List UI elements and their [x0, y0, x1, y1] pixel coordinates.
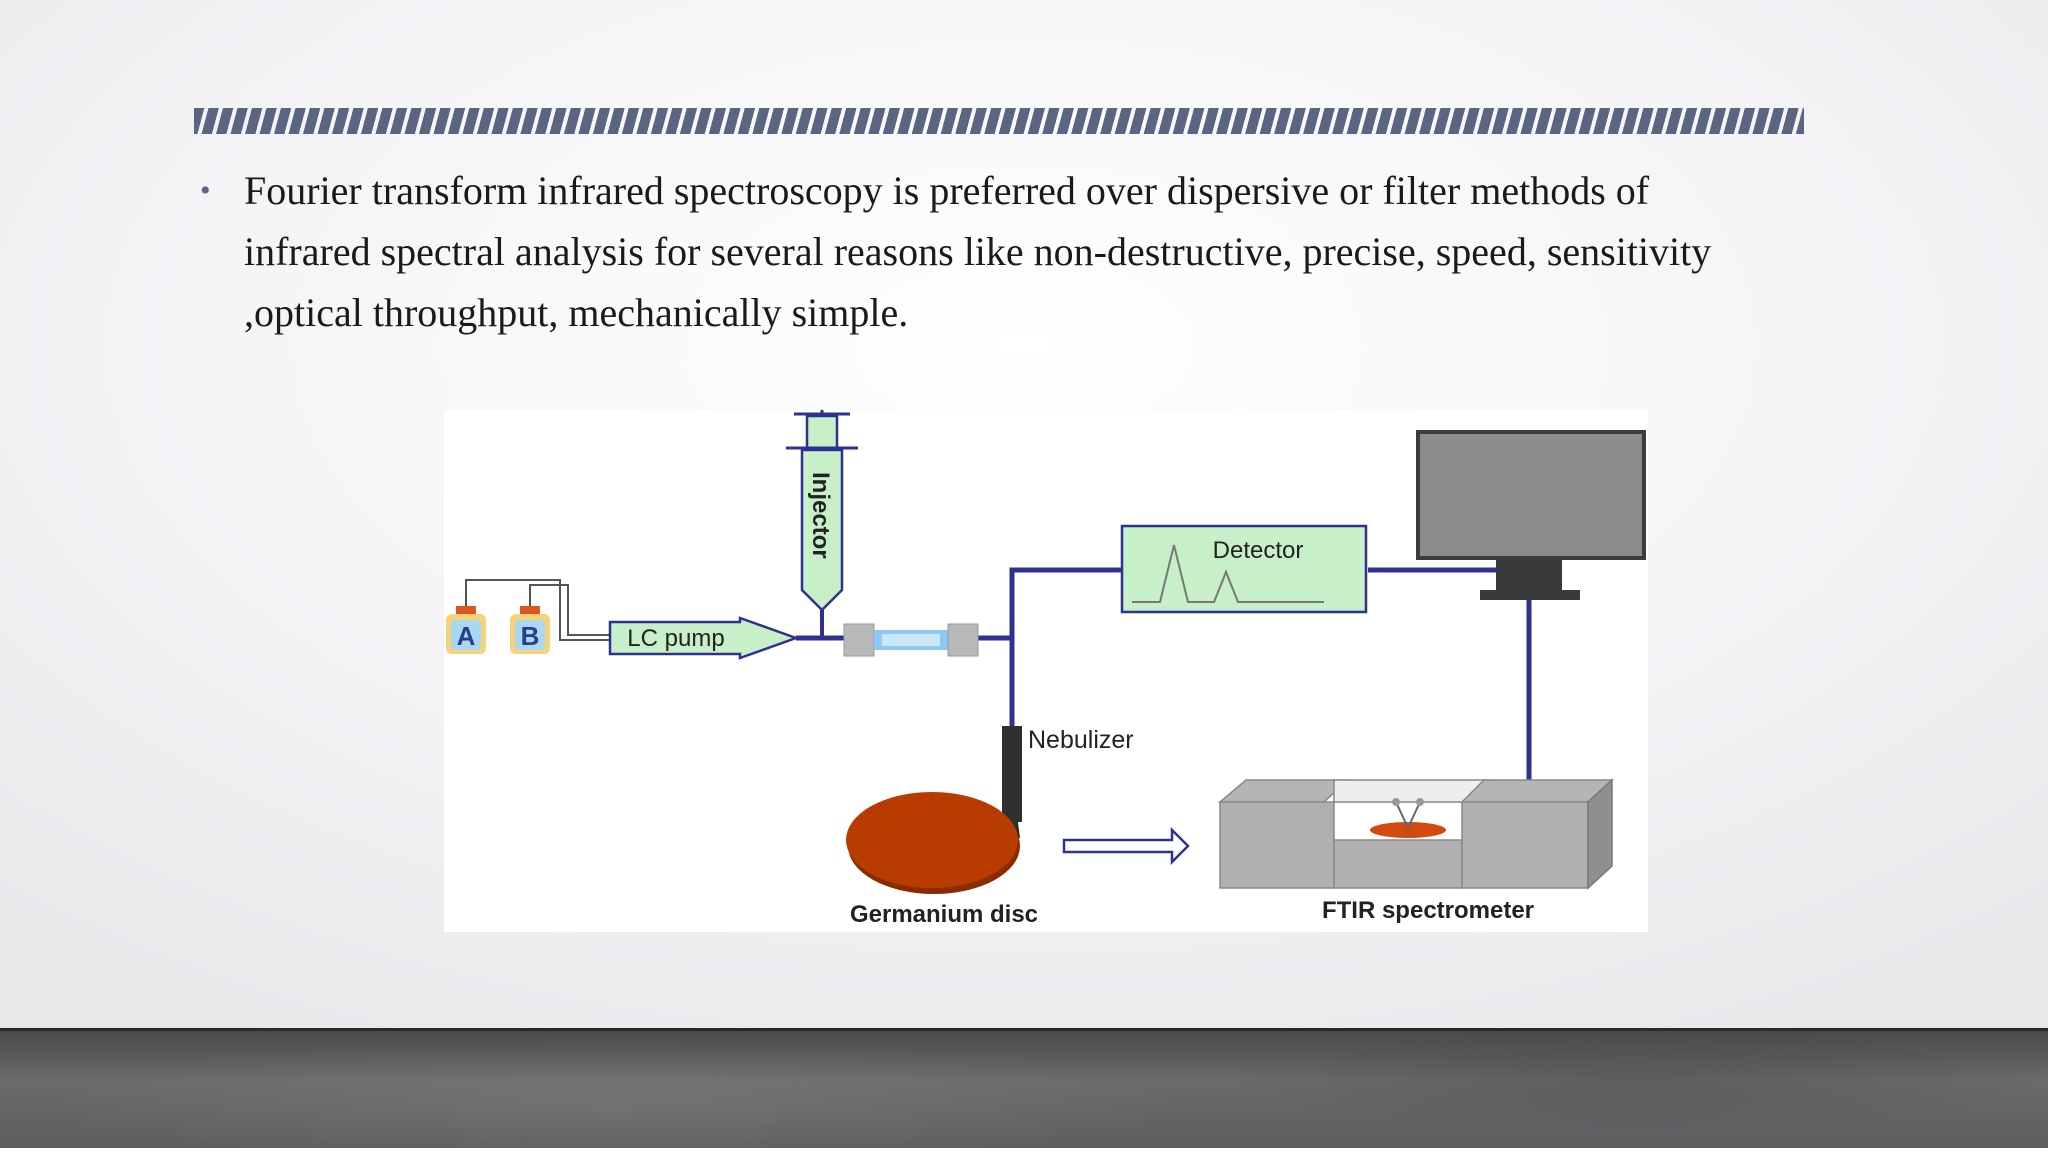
decorative-stripe-bar — [194, 108, 1804, 134]
bottle-a-label: A — [457, 621, 476, 651]
bottle-tubing — [465, 579, 610, 641]
nebulizer-label: Nebulizer — [1028, 726, 1134, 754]
flow-pipes — [796, 567, 1532, 780]
solvent-bottle-b: B — [510, 606, 550, 654]
ftir-spectrometer-label: FTIR spectrometer — [1322, 897, 1534, 924]
monitor-icon — [1416, 430, 1646, 600]
detector: Detector — [1120, 524, 1368, 614]
bullet-text: Fourier transform infrared spectroscopy … — [244, 168, 1712, 335]
germanium-disc: Germanium disc — [846, 792, 1038, 928]
germanium-disc-label: Germanium disc — [850, 901, 1038, 928]
lc-pump-label: LC pump — [627, 625, 724, 652]
ftir-setup-diagram: A B LC pump — [444, 410, 1648, 932]
floor-background — [0, 1028, 2048, 1152]
lc-pump: LC pump — [608, 616, 800, 660]
solvent-bottle-a: A — [446, 606, 486, 654]
detector-label: Detector — [1213, 537, 1304, 564]
floor-edge — [0, 1148, 2048, 1152]
injector-label: Injector — [807, 472, 834, 559]
bullet-point: • Fourier transform infrared spectroscop… — [200, 160, 1780, 343]
injector: Injector — [786, 410, 858, 638]
lc-column — [843, 623, 979, 657]
transfer-arrow-icon — [1062, 826, 1190, 866]
ftir-spectrometer: FTIR spectrometer — [1217, 778, 1614, 924]
bottle-b-label: B — [521, 621, 540, 651]
bullet-dot-icon: • — [200, 174, 211, 207]
nebulizer: Nebulizer — [1002, 726, 1134, 842]
